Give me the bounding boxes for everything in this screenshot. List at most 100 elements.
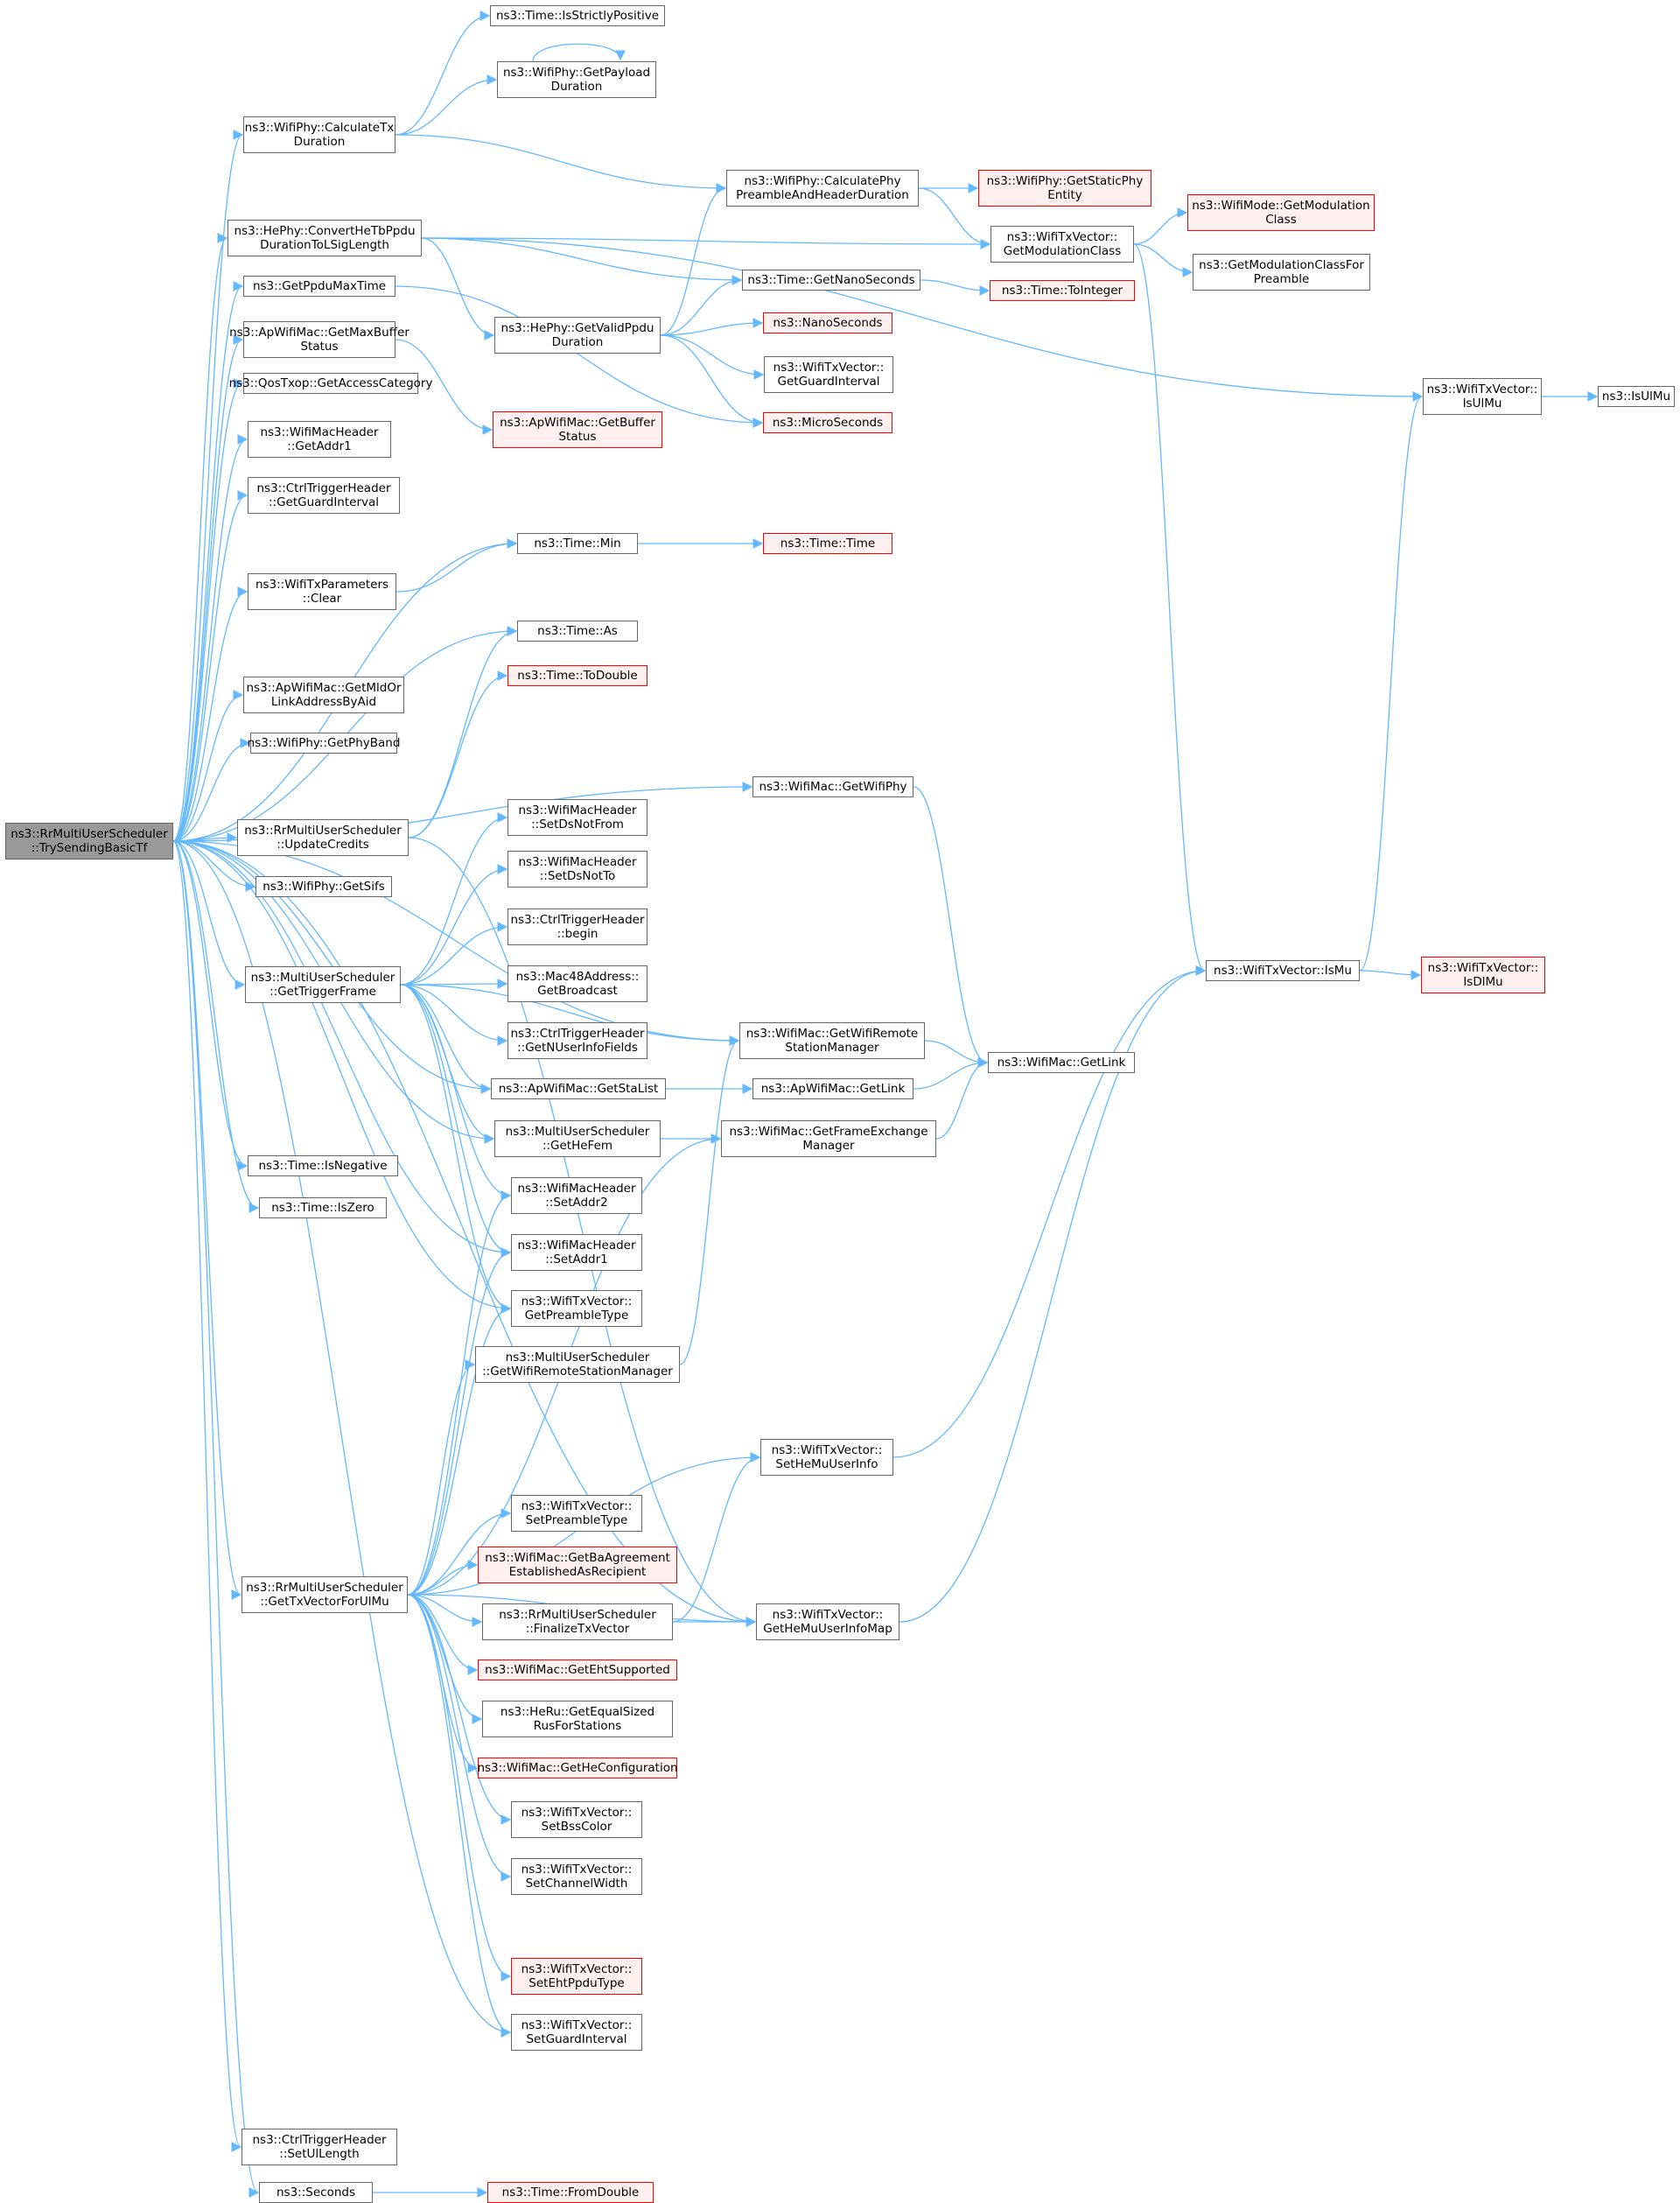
- node-to-integer[interactable]: ns3::Time::ToInteger: [990, 280, 1135, 301]
- node-from-double[interactable]: ns3::Time::FromDouble: [487, 2182, 654, 2203]
- node-get-he-config[interactable]: ns3::WifiMac::GetHeConfiguration: [477, 1757, 678, 1779]
- node-nano-seconds[interactable]: ns3::NanoSeconds: [763, 312, 892, 333]
- node-set-eht-ppdu[interactable]: ns3::WifiTxVector::SetEhtPpduType: [511, 1958, 642, 1995]
- node-get-ppdu-max[interactable]: ns3::GetPpduMaxTime: [243, 276, 396, 297]
- node-set-preamble[interactable]: ns3::WifiTxVector::SetPreambleType: [511, 1495, 642, 1532]
- node-to-double[interactable]: ns3::Time::ToDouble: [508, 665, 648, 686]
- node-set-bss[interactable]: ns3::WifiTxVector::SetBssColor: [511, 1801, 642, 1838]
- node-get-wifi-phy[interactable]: ns3::WifiMac::GetWifiPhy: [752, 776, 914, 797]
- node-get-sifs[interactable]: ns3::WifiPhy::GetSifs: [256, 876, 392, 897]
- node-get-link-mac[interactable]: ns3::WifiMac::GetLink: [988, 1052, 1135, 1073]
- node-is-zero[interactable]: ns3::Time::IsZero: [259, 1197, 387, 1218]
- node-ctrl-begin[interactable]: ns3::CtrlTriggerHeader::begin: [508, 909, 648, 945]
- node-set-he-mu[interactable]: ns3::WifiTxVector::SetHeMuUserInfo: [760, 1439, 893, 1476]
- node-root[interactable]: ns3::RrMultiUserScheduler::TrySendingBas…: [5, 823, 173, 859]
- node-get-mod-class-vec[interactable]: ns3::WifiTxVector::GetModulationClass: [990, 226, 1134, 263]
- node-label: ns3::WifiMacHeader: [517, 1238, 636, 1252]
- edge-get-tx-vec-ul-to-get-equal-rus: [407, 1594, 483, 1724]
- edge-get-valid-ppdu-to-nano-seconds: [660, 318, 764, 336]
- node-get-sta-list[interactable]: ns3::ApWifiMac::GetStaList: [491, 1078, 666, 1099]
- node-is-ul-mu[interactable]: ns3::IsUlMu: [1598, 386, 1675, 407]
- node-get-guard-vec[interactable]: ns3::WifiTxVector::GetGuardInterval: [764, 356, 893, 393]
- edge-get-remote-mgr-to-get-link-mac: [924, 1040, 989, 1068]
- node-label: ns3::CtrlTriggerHeader: [256, 481, 391, 495]
- node-set-ds-not-to[interactable]: ns3::WifiMacHeader::SetDsNotTo: [508, 851, 648, 888]
- node-label: ::GetNUserInfoFields: [517, 1041, 638, 1055]
- node-seconds[interactable]: ns3::Seconds: [259, 2182, 373, 2203]
- node-get-tx-vec-ul[interactable]: ns3::RrMultiUserScheduler::GetTxVectorFo…: [242, 1576, 408, 1613]
- node-label: ns3::CtrlTriggerHeader: [510, 1027, 645, 1041]
- node-time-as[interactable]: ns3::Time::As: [517, 621, 638, 642]
- node-is-ul-mu-vec[interactable]: ns3::WifiTxVector::IsUlMu: [1423, 378, 1542, 415]
- node-get-access-cat[interactable]: ns3::QosTxop::GetAccessCategory: [229, 373, 432, 394]
- node-time-min[interactable]: ns3::Time::Min: [517, 533, 638, 554]
- node-set-ds-not-from[interactable]: ns3::WifiMacHeader::SetDsNotFrom: [508, 799, 648, 836]
- node-label: ::FinalizeTxVector: [525, 1622, 630, 1636]
- node-label: ns3::WifiTxVector::: [772, 1608, 884, 1622]
- node-update-credits[interactable]: ns3::RrMultiUserScheduler::UpdateCredits: [237, 819, 409, 856]
- node-label: GetGuardInterval: [777, 375, 880, 389]
- node-micro-seconds[interactable]: ns3::MicroSeconds: [763, 412, 892, 433]
- edge-get-mod-class-vec-to-is-mu: [1133, 243, 1207, 976]
- edge-root-to-get-remote-mgr: [172, 840, 740, 1046]
- node-label: ns3::Time::As: [537, 624, 618, 638]
- node-set-guard[interactable]: ns3::WifiTxVector::SetGuardInterval: [511, 2014, 642, 2051]
- node-get-he-fem[interactable]: ns3::MultiUserScheduler::GetHeFem: [494, 1120, 661, 1157]
- node-tx-params-clear[interactable]: ns3::WifiTxParameters::Clear: [248, 573, 396, 610]
- node-get-link-ap[interactable]: ns3::ApWifiMac::GetLink: [752, 1078, 914, 1099]
- node-set-addr1[interactable]: ns3::WifiMacHeader::SetAddr1: [511, 1234, 642, 1271]
- edge-root-to-update-credits: [172, 832, 238, 843]
- edge-convert-he-to-get-mod-class-vec: [421, 237, 991, 249]
- node-set-addr2[interactable]: ns3::WifiMacHeader::SetAddr2: [511, 1177, 642, 1214]
- node-ctrl-guard[interactable]: ns3::CtrlTriggerHeader::GetGuardInterval: [248, 477, 400, 514]
- node-label: ::SetDsNotTo: [539, 869, 616, 883]
- node-label: ns3::WifiTxVector::: [521, 1962, 633, 1976]
- node-get-addr1[interactable]: ns3::WifiMacHeader::GetAddr1: [248, 421, 391, 458]
- node-label: ns3::WifiMacHeader: [518, 803, 637, 817]
- node-label: ns3::Time::Time: [780, 537, 876, 551]
- node-label: ::Clear: [302, 592, 342, 606]
- node-label: Duration: [551, 335, 604, 349]
- node-label: SetEhtPpduType: [528, 1976, 625, 1990]
- edge-get-trigger-to-get-sta-list: [400, 984, 492, 1094]
- node-is-dl-mu[interactable]: ns3::WifiTxVector::IsDlMu: [1421, 957, 1545, 993]
- node-label: ::SetAddr2: [545, 1196, 608, 1210]
- node-time-time[interactable]: ns3::Time::Time: [763, 533, 892, 554]
- edge-get-tx-vec-ul-to-set-eht-ppdu: [407, 1594, 512, 1982]
- node-get-trigger[interactable]: ns3::MultiUserScheduler::GetTriggerFrame: [245, 966, 401, 1003]
- node-is-mu[interactable]: ns3::WifiTxVector::IsMu: [1206, 960, 1360, 981]
- node-label: ns3::ApWifiMac::GetLink: [760, 1082, 906, 1096]
- node-is-negative[interactable]: ns3::Time::IsNegative: [248, 1155, 398, 1176]
- node-get-broadcast[interactable]: ns3::Mac48Address::GetBroadcast: [508, 965, 648, 1002]
- node-label: ns3::WifiTxVector::: [1427, 961, 1539, 975]
- node-get-nuser[interactable]: ns3::CtrlTriggerHeader::GetNUserInfoFiel…: [508, 1022, 648, 1059]
- node-mus-get-remote[interactable]: ns3::MultiUserScheduler::GetWifiRemoteSt…: [475, 1346, 680, 1383]
- node-label: ns3::HeRu::GetEqualSized: [500, 1705, 655, 1719]
- node-get-phy-band[interactable]: ns3::WifiPhy::GetPhyBand: [248, 733, 400, 754]
- node-set-ul-len[interactable]: ns3::CtrlTriggerHeader::SetUlLength: [242, 2129, 397, 2165]
- node-get-he-mu-map[interactable]: ns3::WifiTxVector::GetHeMuUserInfoMap: [756, 1603, 900, 1640]
- edge-convert-he-to-get-valid-ppdu: [421, 237, 495, 340]
- node-get-nano-sec[interactable]: ns3::Time::GetNanoSeconds: [742, 270, 920, 291]
- node-get-preamble[interactable]: ns3::WifiTxVector::GetPreambleType: [511, 1290, 642, 1327]
- node-finalize-tx[interactable]: ns3::RrMultiUserScheduler::FinalizeTxVec…: [482, 1603, 673, 1640]
- node-set-chan-width[interactable]: ns3::WifiTxVector::SetChannelWidth: [511, 1858, 642, 1895]
- node-get-eht[interactable]: ns3::WifiMac::GetEhtSupported: [478, 1659, 677, 1680]
- node-is-strict-pos[interactable]: ns3::Time::IsStrictlyPositive: [490, 5, 665, 26]
- node-label: ns3::GetPpduMaxTime: [252, 279, 387, 293]
